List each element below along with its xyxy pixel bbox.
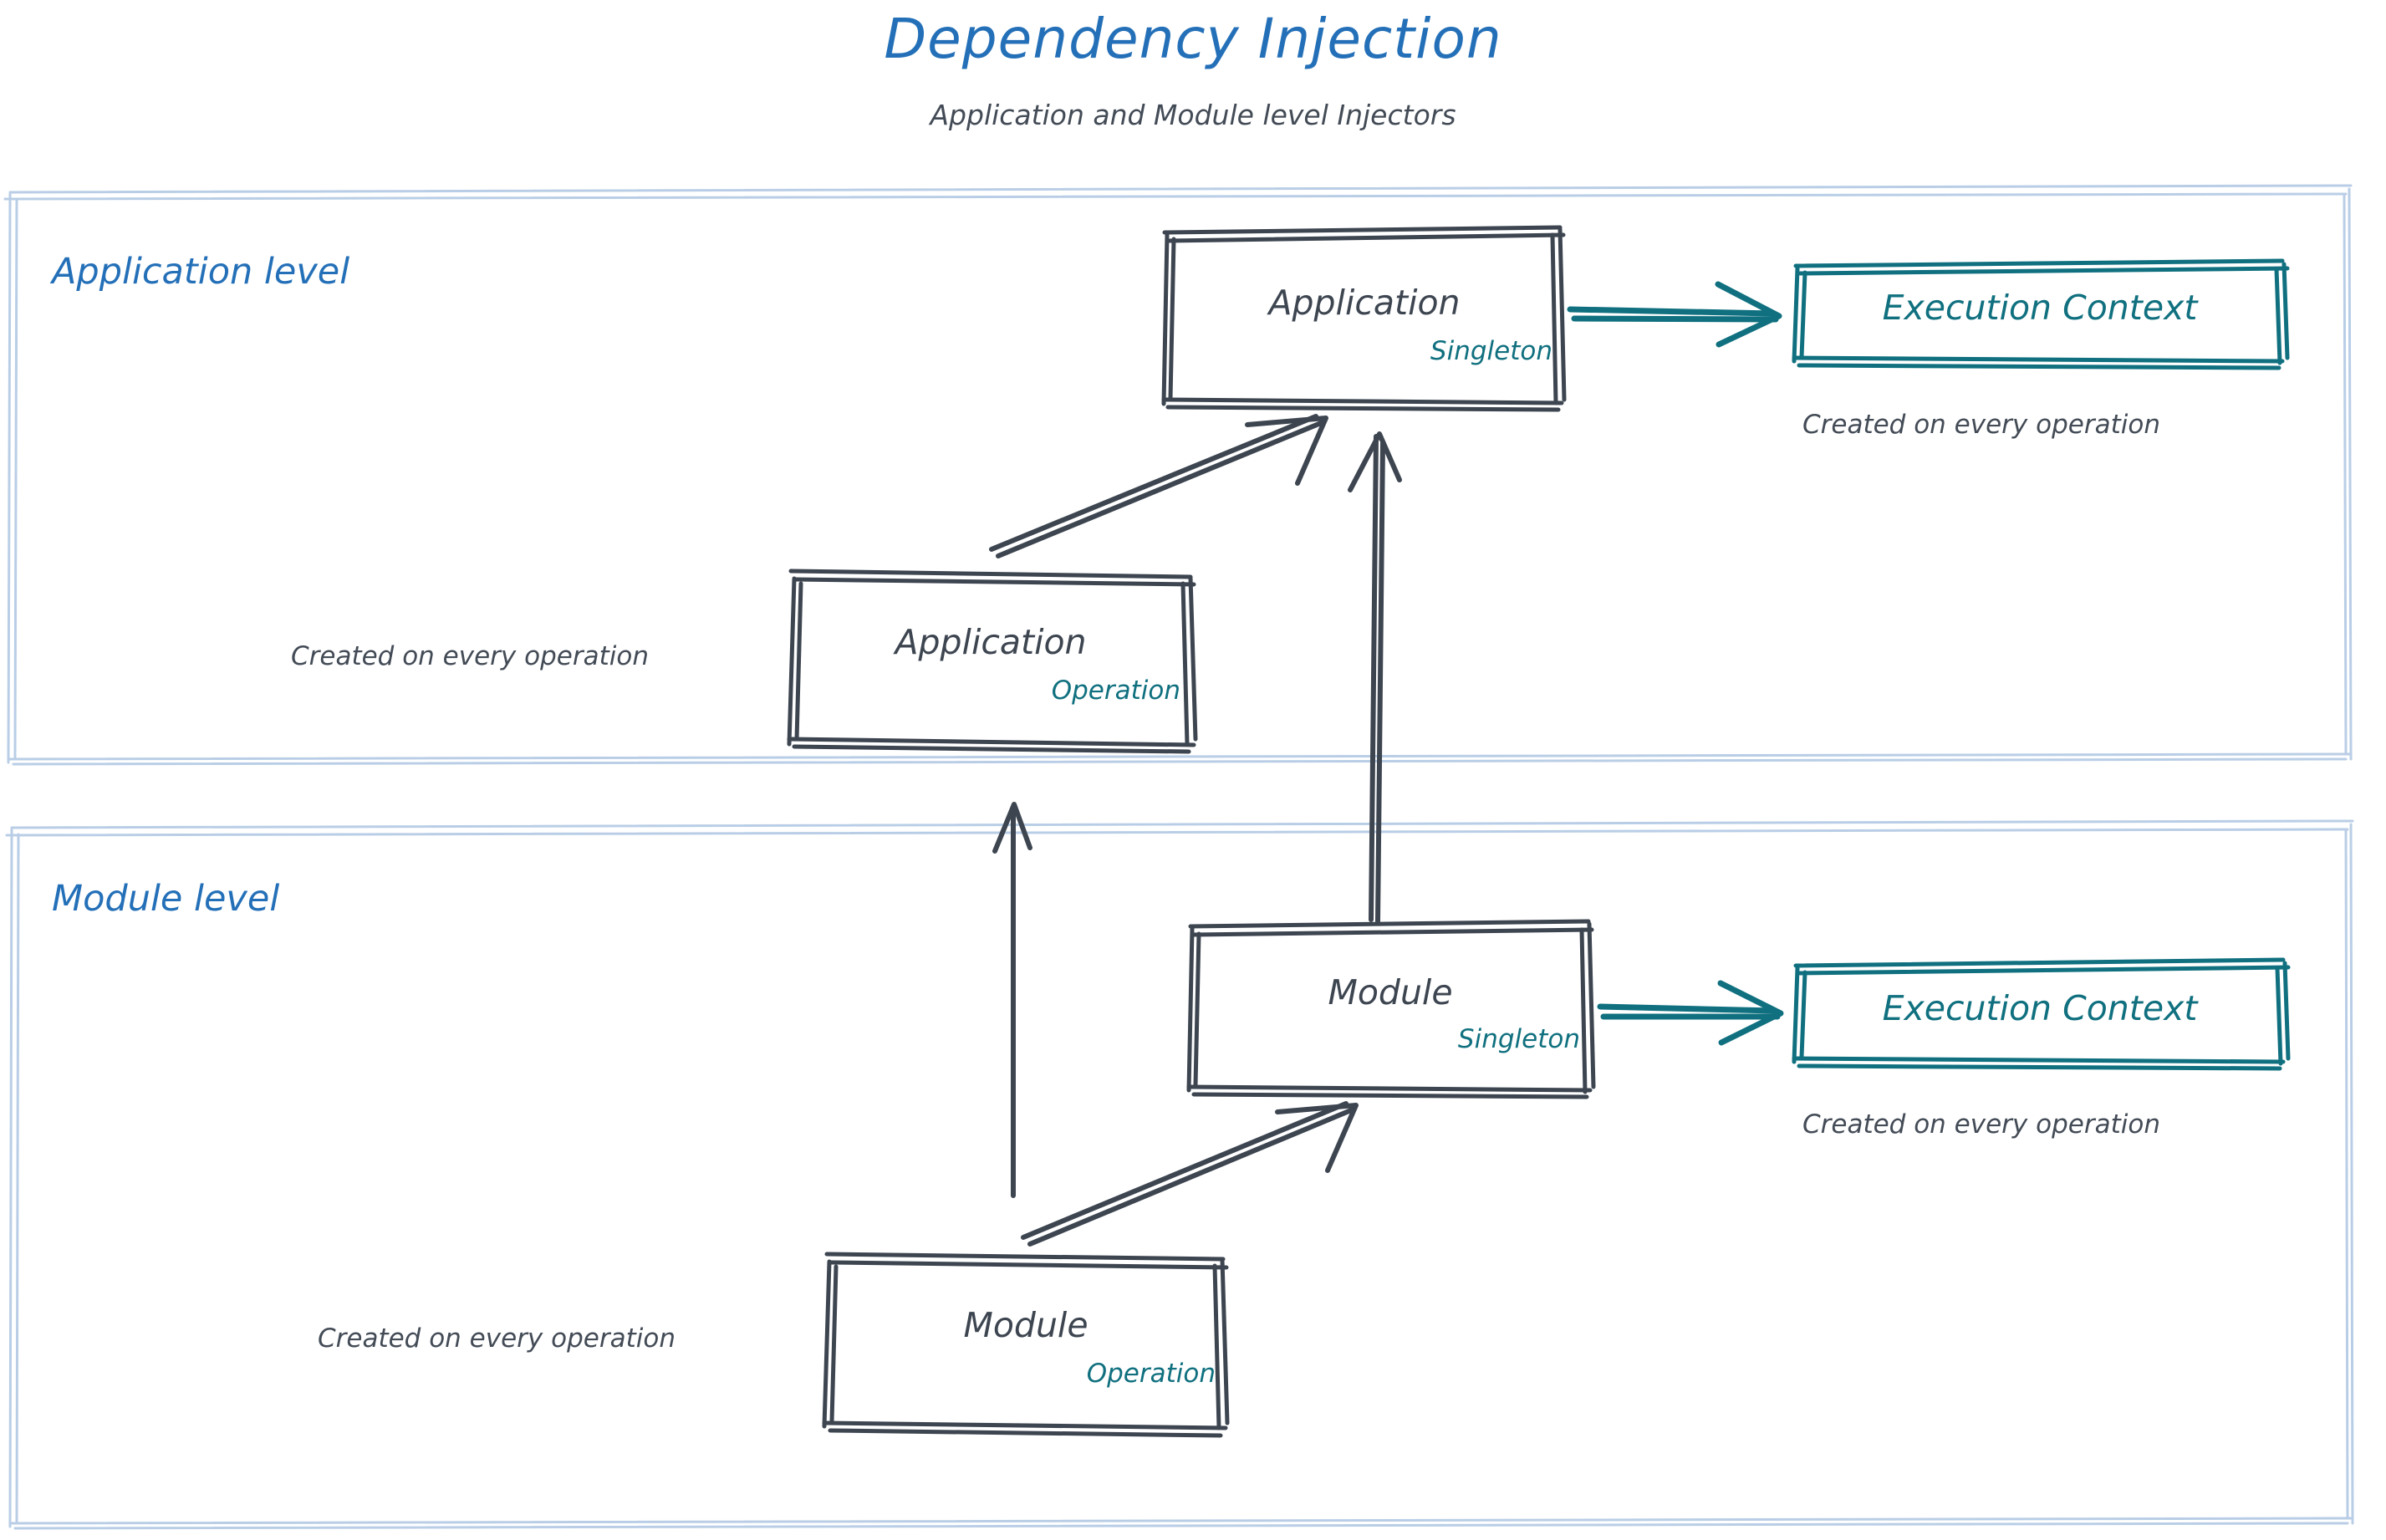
- panel-label-module-level: Module level: [52, 878, 280, 920]
- node-module-operation[interactable]: Module Operation: [824, 1257, 1227, 1429]
- node-title: Execution Context: [1882, 288, 2198, 328]
- caption-execution-context-module: Created on every operation: [1802, 1109, 2160, 1140]
- node-title: Module: [1328, 972, 1453, 1012]
- caption-execution-context-app: Created on every operation: [1802, 410, 2160, 440]
- arrow-module-singleton-to-app-singleton: [1348, 431, 1402, 924]
- arrow-module-operation-to-module-singleton: [1021, 1101, 1359, 1247]
- arrow-module-singleton-to-execution-context: [1597, 980, 1784, 1046]
- panel-label-application-level: Application level: [52, 251, 350, 293]
- node-execution-context-module[interactable]: Execution Context: [1794, 963, 2286, 1063]
- node-execution-context-app[interactable]: Execution Context: [1794, 263, 2286, 363]
- page-subtitle: Application and Module level Injectors: [930, 99, 1456, 131]
- arrow-app-operation-to-app-singleton: [989, 414, 1328, 558]
- page-title: Dependency Injection: [884, 7, 1502, 71]
- node-badge-scope: Operation: [1086, 1359, 1216, 1389]
- node-badge-scope: Operation: [1051, 676, 1180, 706]
- node-title: Execution Context: [1882, 988, 2198, 1028]
- caption-application-operation: Created on every operation: [291, 641, 649, 671]
- node-application-operation[interactable]: Application Operation: [789, 574, 1192, 746]
- arrow-app-singleton-to-execution-context: [1567, 281, 1782, 348]
- node-badge-scope: Singleton: [1457, 1024, 1580, 1054]
- node-title: Application: [895, 622, 1087, 662]
- node-application-singleton[interactable]: Application Singleton: [1165, 231, 1564, 406]
- arrow-module-operation-to-app-operation: [992, 802, 1032, 1198]
- node-badge-scope: Singleton: [1430, 336, 1552, 366]
- node-title: Application: [1268, 283, 1461, 323]
- caption-module-operation: Created on every operation: [318, 1323, 676, 1354]
- node-module-singleton[interactable]: Module Singleton: [1189, 924, 1592, 1091]
- node-title: Module: [963, 1305, 1088, 1345]
